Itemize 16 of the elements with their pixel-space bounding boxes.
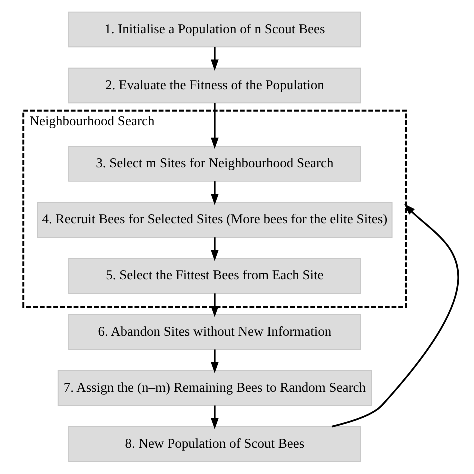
arrow xyxy=(210,294,218,318)
arrow xyxy=(210,182,218,206)
arrow xyxy=(210,47,218,71)
node-box: 3. Select m Sites for Neighbourhood Search xyxy=(68,146,361,182)
arrow xyxy=(210,238,218,262)
node-box: 4. Recruit Bees for Selected Sites (More bees for the elite Sites) xyxy=(36,202,392,238)
arrow xyxy=(210,350,218,374)
node-box: 7. Assign the (n–m) Remaining Bees to Random Search xyxy=(57,370,372,406)
arrow xyxy=(331,204,458,428)
arrow xyxy=(210,406,218,430)
node-box: 2. Evaluate the Fitness of the Population xyxy=(68,68,361,104)
node-box: 8. New Population of Scout Bees xyxy=(68,426,361,462)
node-box: 5. Select the Fittest Bees from Each Site xyxy=(68,258,361,294)
node-box: 6. Abandon Sites without New Information xyxy=(68,314,361,350)
node-box: 1. Initialise a Population of n Scout Bees xyxy=(68,12,361,48)
arrow xyxy=(210,103,218,150)
